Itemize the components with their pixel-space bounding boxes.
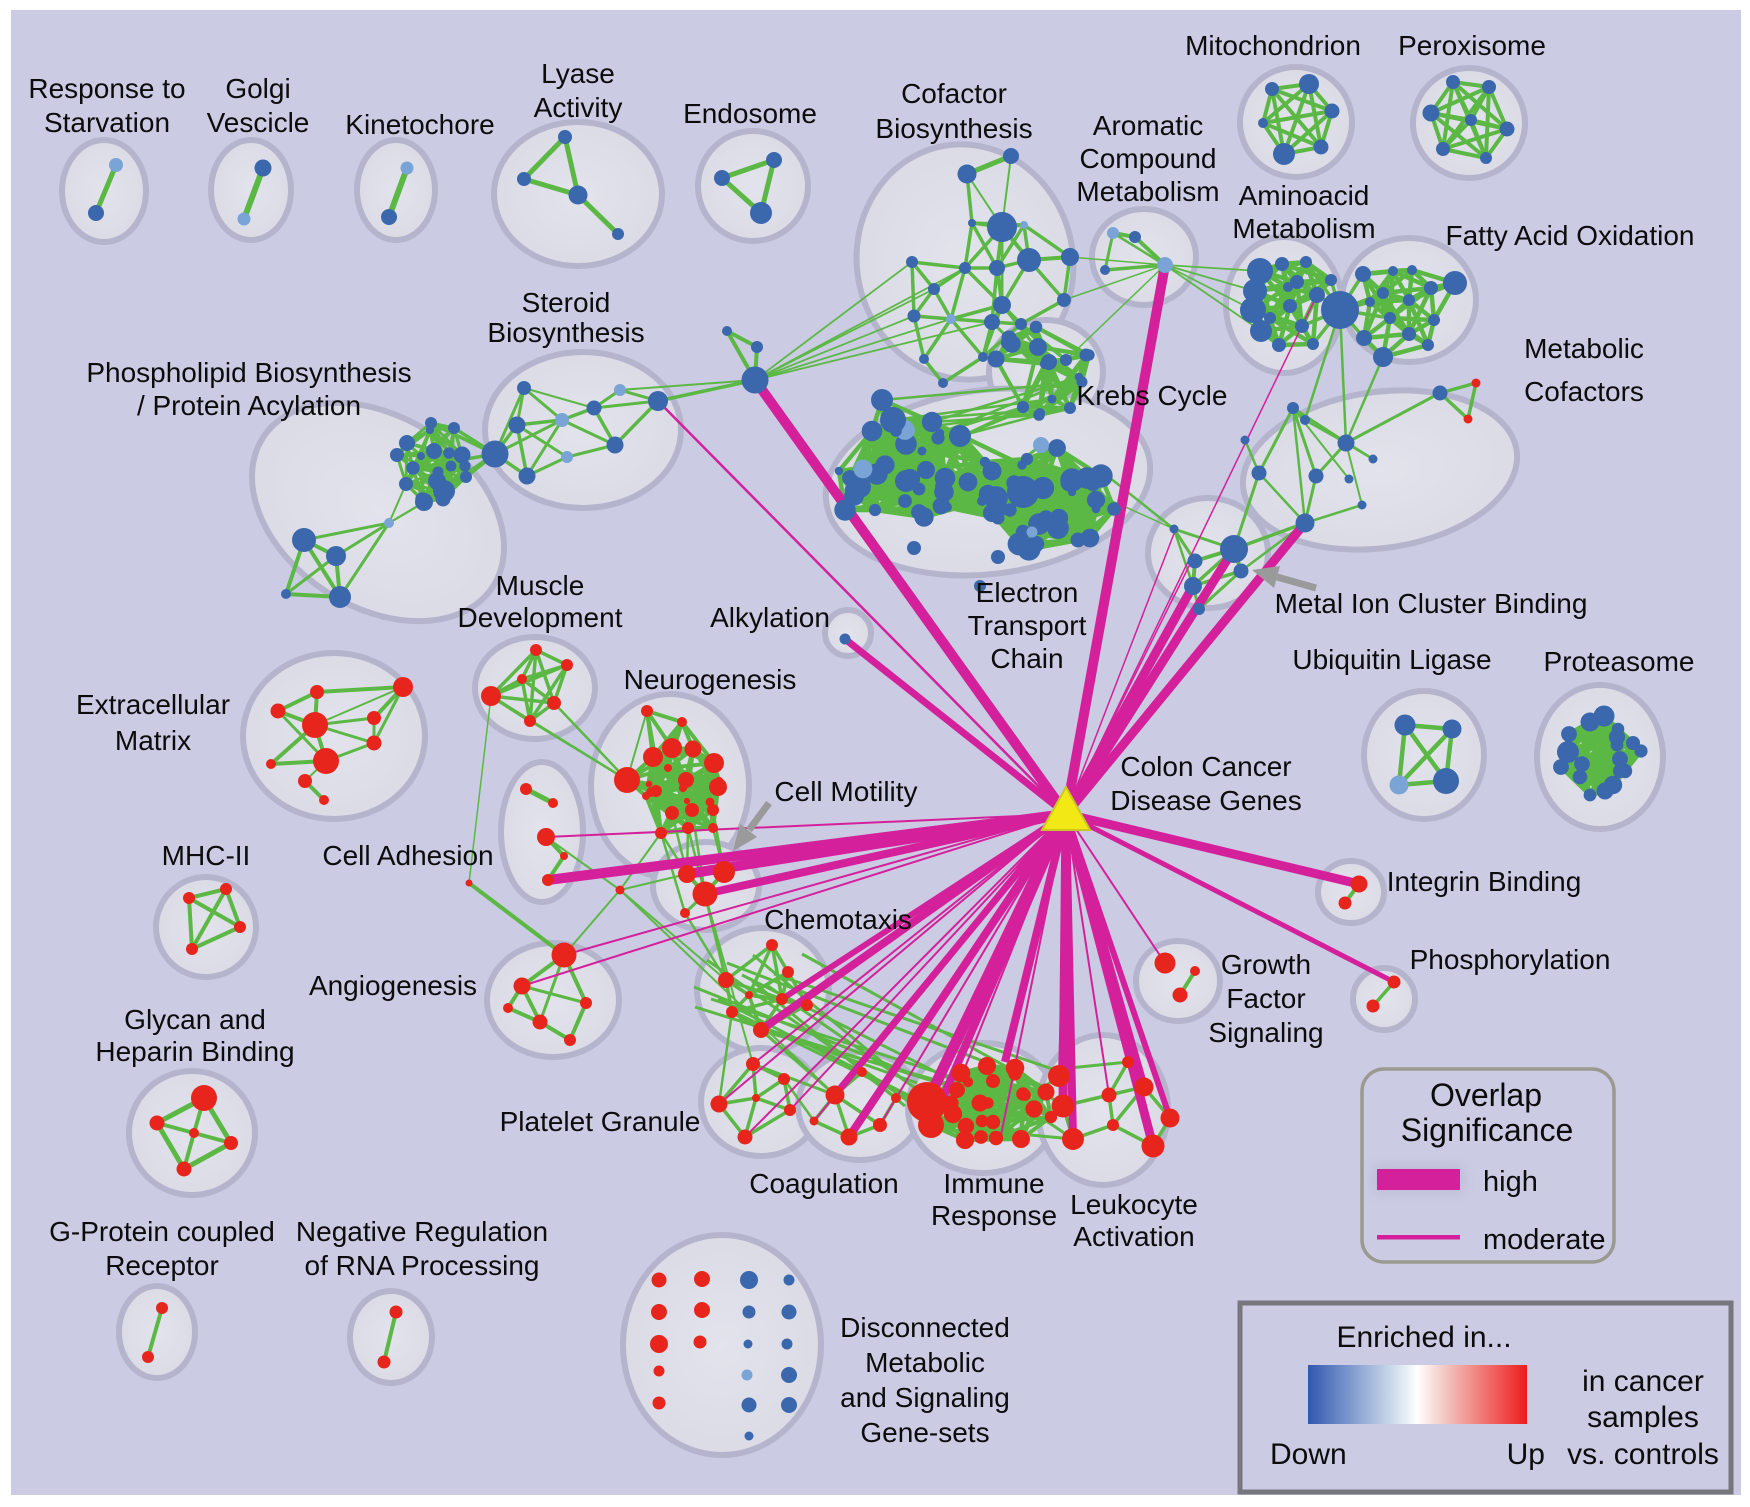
svg-text:Up: Up [1507, 1438, 1545, 1471]
svg-text:Krebs Cycle: Krebs Cycle [1077, 380, 1228, 411]
svg-text:Vescicle: Vescicle [207, 107, 310, 138]
svg-text:Heparin Binding: Heparin Binding [95, 1036, 294, 1067]
svg-text:Aromatic: Aromatic [1093, 110, 1203, 141]
svg-text:Cell Adhesion: Cell Adhesion [322, 840, 493, 871]
svg-text:Integrin Binding: Integrin Binding [1387, 866, 1582, 897]
svg-text:in cancer: in cancer [1582, 1365, 1704, 1398]
svg-text:Immune: Immune [943, 1168, 1044, 1199]
svg-text:Cofactor: Cofactor [901, 78, 1007, 109]
svg-text:moderate: moderate [1483, 1224, 1606, 1256]
svg-text:Muscle: Muscle [496, 570, 585, 601]
svg-text:Disconnected: Disconnected [840, 1312, 1010, 1343]
svg-text:Steroid: Steroid [522, 287, 611, 318]
svg-text:Biosynthesis: Biosynthesis [487, 317, 644, 348]
svg-text:samples: samples [1587, 1401, 1699, 1434]
svg-text:MHC-II: MHC-II [162, 840, 251, 871]
svg-text:Down: Down [1270, 1438, 1347, 1471]
svg-text:Extracellular: Extracellular [76, 689, 230, 720]
svg-text:Overlap: Overlap [1430, 1077, 1542, 1113]
svg-text:G-Protein coupled: G-Protein coupled [49, 1216, 275, 1247]
svg-text:Chemotaxis: Chemotaxis [764, 904, 912, 935]
svg-text:Compound: Compound [1080, 143, 1217, 174]
svg-text:Matrix: Matrix [115, 725, 191, 756]
svg-text:Response: Response [931, 1200, 1057, 1231]
svg-text:Metabolic: Metabolic [865, 1347, 985, 1378]
svg-text:Signaling: Signaling [1208, 1017, 1323, 1048]
svg-text:Neurogenesis: Neurogenesis [624, 664, 797, 695]
svg-text:Coagulation: Coagulation [749, 1168, 898, 1199]
svg-text:Enriched in...: Enriched in... [1336, 1321, 1511, 1354]
svg-text:Activation: Activation [1073, 1221, 1194, 1252]
svg-text:Proteasome: Proteasome [1544, 646, 1695, 677]
svg-text:Metabolism: Metabolism [1232, 213, 1375, 244]
svg-text:Golgi: Golgi [225, 73, 290, 104]
svg-text:Activity: Activity [534, 92, 623, 123]
svg-text:Kinetochore: Kinetochore [345, 109, 494, 140]
svg-text:Cell Motility: Cell Motility [774, 776, 917, 807]
svg-text:Metal Ion Cluster Binding: Metal Ion Cluster Binding [1275, 588, 1588, 619]
svg-text:Endosome: Endosome [683, 98, 817, 129]
svg-text:Fatty Acid Oxidation: Fatty Acid Oxidation [1445, 220, 1694, 251]
svg-text:Metabolic: Metabolic [1524, 333, 1644, 364]
svg-text:Lyase: Lyase [541, 58, 615, 89]
svg-text:Negative Regulation: Negative Regulation [296, 1216, 548, 1247]
svg-text:Factor: Factor [1226, 983, 1305, 1014]
svg-text:/ Protein Acylation: / Protein Acylation [137, 390, 361, 421]
svg-text:Transport: Transport [968, 610, 1087, 641]
svg-text:Development: Development [458, 602, 623, 633]
svg-text:Cofactors: Cofactors [1524, 376, 1644, 407]
svg-text:high: high [1483, 1166, 1538, 1198]
svg-text:Mitochondrion: Mitochondrion [1185, 30, 1361, 61]
svg-text:Angiogenesis: Angiogenesis [309, 970, 477, 1001]
svg-text:Peroxisome: Peroxisome [1398, 30, 1546, 61]
svg-text:and Signaling: and Signaling [840, 1382, 1010, 1413]
svg-text:Alkylation: Alkylation [710, 602, 830, 633]
svg-text:Response to: Response to [28, 73, 185, 104]
svg-text:Metabolism: Metabolism [1076, 176, 1219, 207]
svg-text:Biosynthesis: Biosynthesis [875, 113, 1032, 144]
svg-text:Ubiquitin Ligase: Ubiquitin Ligase [1292, 644, 1491, 675]
svg-text:Phosphorylation: Phosphorylation [1410, 944, 1611, 975]
svg-text:Phospholipid Biosynthesis: Phospholipid Biosynthesis [86, 357, 411, 388]
svg-text:Gene-sets: Gene-sets [860, 1417, 989, 1448]
svg-text:Significance: Significance [1401, 1112, 1574, 1148]
svg-text:Aminoacid: Aminoacid [1239, 180, 1370, 211]
svg-text:Electron: Electron [976, 577, 1079, 608]
svg-text:Chain: Chain [990, 643, 1063, 674]
svg-text:Growth: Growth [1221, 949, 1311, 980]
svg-text:Receptor: Receptor [105, 1250, 219, 1281]
svg-text:Leukocyte: Leukocyte [1070, 1189, 1198, 1220]
svg-text:vs. controls: vs. controls [1567, 1438, 1719, 1471]
svg-text:Starvation: Starvation [44, 107, 170, 138]
svg-text:Disease Genes: Disease Genes [1110, 785, 1301, 816]
svg-text:Platelet Granule: Platelet Granule [500, 1106, 701, 1137]
svg-text:of RNA Processing: of RNA Processing [305, 1250, 540, 1281]
svg-text:Glycan and: Glycan and [124, 1004, 266, 1035]
svg-text:Colon Cancer: Colon Cancer [1120, 751, 1291, 782]
